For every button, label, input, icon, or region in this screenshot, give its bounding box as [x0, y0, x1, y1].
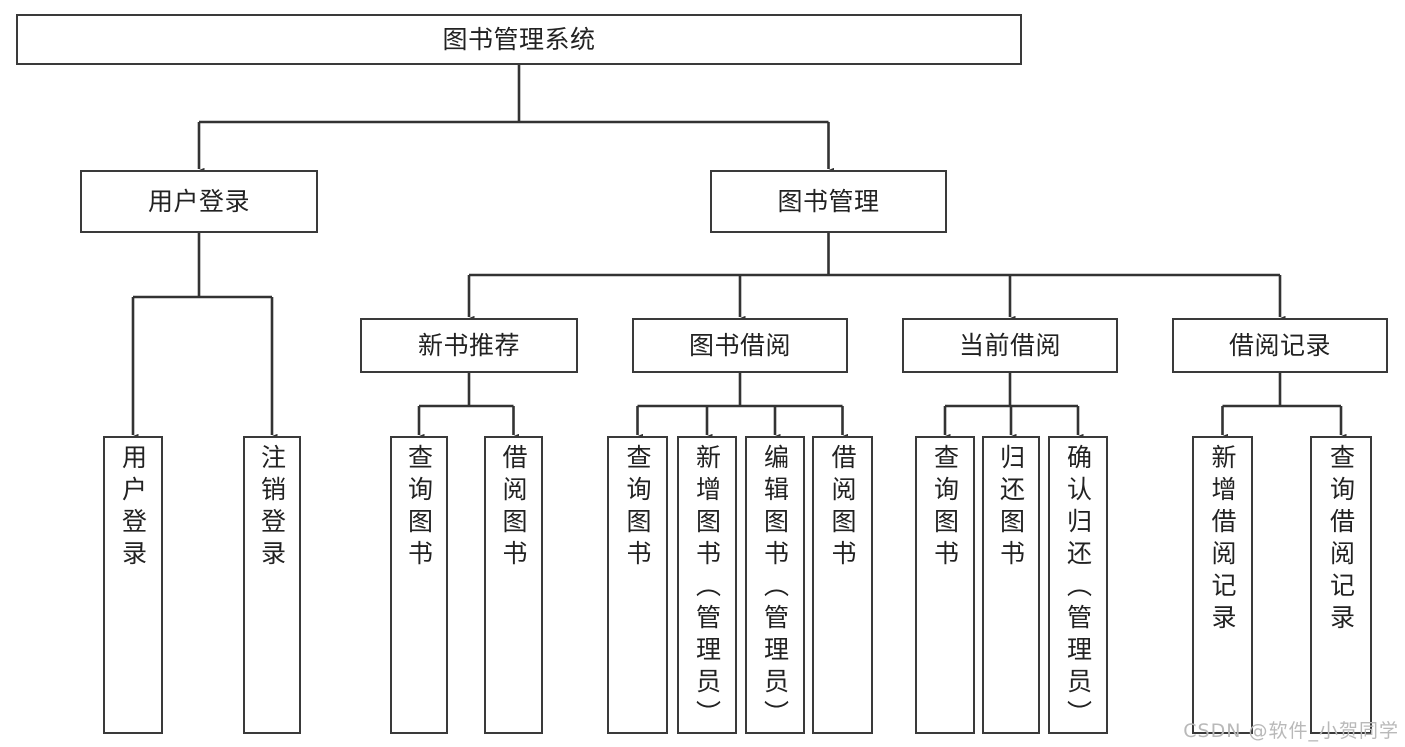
node-label: 新增图书（管理员） [692, 444, 722, 732]
node-bookmgmt[interactable]: 图书管理 [710, 170, 947, 233]
node-leaf-br-add[interactable]: 新增图书（管理员） [677, 436, 737, 734]
node-records[interactable]: 借阅记录 [1172, 318, 1388, 373]
node-current[interactable]: 当前借阅 [902, 318, 1118, 373]
watermark: CSDN @软件_小贺同学 [1183, 720, 1399, 742]
node-label: 当前借阅 [958, 330, 1061, 360]
node-leaf-cur-query[interactable]: 查询图书 [915, 436, 975, 734]
node-label: 图书管理系统 [442, 24, 596, 54]
node-label: 图书借阅 [688, 330, 791, 360]
node-label: 新增借阅记录 [1208, 444, 1237, 636]
node-root[interactable]: 图书管理系统 [16, 14, 1022, 65]
node-borrow[interactable]: 图书借阅 [632, 318, 848, 373]
node-label: 用户登录 [147, 186, 250, 216]
node-label: 归还图书 [996, 444, 1026, 572]
node-leaf-br-borrow[interactable]: 借阅图书 [812, 436, 873, 734]
node-leaf-cur-return[interactable]: 归还图书 [982, 436, 1040, 734]
node-label: 查询借阅记录 [1326, 444, 1356, 636]
node-leaf-cur-confirm[interactable]: 确认归还（管理员） [1048, 436, 1108, 734]
node-label: 新书推荐 [417, 330, 520, 360]
node-label: 查询图书 [930, 444, 960, 572]
node-label: 查询图书 [623, 444, 652, 572]
node-login[interactable]: 用户登录 [80, 170, 318, 233]
node-leaf-rec-add[interactable]: 新增借阅记录 [1192, 436, 1253, 734]
node-leaf-user-logout[interactable]: 注销登录 [243, 436, 301, 734]
node-leaf-user-login[interactable]: 用户登录 [103, 436, 163, 734]
node-label: 注销登录 [257, 444, 287, 572]
node-label: 编辑图书（管理员） [760, 444, 790, 732]
node-leaf-new-borrow[interactable]: 借阅图书 [484, 436, 543, 734]
node-label: 借阅图书 [828, 444, 857, 572]
node-label: 用户登录 [118, 444, 148, 572]
node-leaf-br-query[interactable]: 查询图书 [607, 436, 668, 734]
node-leaf-br-edit[interactable]: 编辑图书（管理员） [745, 436, 805, 734]
node-label: 图书管理 [777, 186, 880, 216]
node-leaf-new-query[interactable]: 查询图书 [390, 436, 448, 734]
node-label: 确认归还（管理员） [1063, 444, 1093, 732]
node-newbook[interactable]: 新书推荐 [360, 318, 578, 373]
node-leaf-rec-query[interactable]: 查询借阅记录 [1310, 436, 1372, 734]
node-label: 查询图书 [404, 444, 434, 572]
node-label: 借阅记录 [1228, 330, 1331, 360]
node-label: 借阅图书 [499, 444, 528, 572]
